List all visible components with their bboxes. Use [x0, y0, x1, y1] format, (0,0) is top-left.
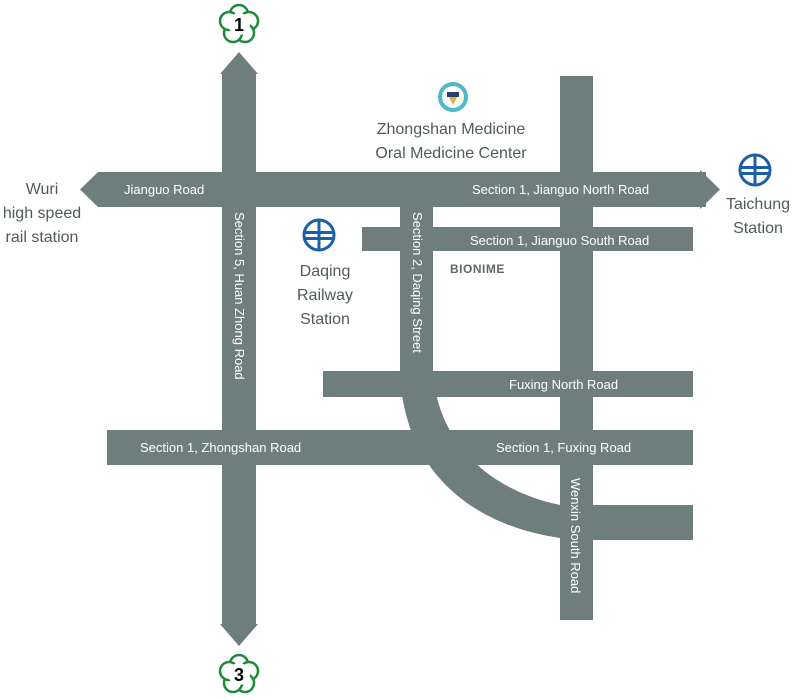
railway-station-icon [738, 153, 772, 187]
label-jianguo: Jianguo Road [124, 182, 204, 197]
label-jianguo-south: Section 1, Jianguo South Road [470, 233, 649, 248]
hospital-icon [438, 82, 468, 112]
arrow-west [80, 172, 98, 207]
svg-text:Wuri: Wuri [26, 181, 59, 198]
label-jianguo-north: Section 1, Jianguo North Road [472, 182, 649, 197]
road-east-stub [593, 505, 693, 540]
label-fuxing: Section 1, Fuxing Road [496, 440, 631, 455]
highway-shield-icon: 1 [218, 3, 260, 44]
svg-text:high speed: high speed [3, 205, 81, 222]
road-zhongshan-fuxing [107, 430, 693, 465]
taichung-station-label: Taichung Station [726, 196, 790, 237]
zhongshan-center-label: Zhongshan Medicine Oral Medicine Center [375, 121, 527, 162]
svg-text:Oral Medicine Center: Oral Medicine Center [375, 145, 527, 162]
svg-text:3: 3 [234, 665, 244, 685]
svg-text:1: 1 [234, 15, 244, 35]
daqing-station-label: Daqing Railway Station [297, 263, 353, 328]
arrow-south [220, 624, 258, 646]
label-fuxing-north: Fuxing North Road [509, 377, 618, 392]
svg-text:Daqing: Daqing [300, 263, 351, 280]
bionime-logo: BIONIME [450, 262, 505, 276]
label-huan-zhong: Section 5, Huan Zhong Road [232, 212, 247, 380]
svg-text:Station: Station [733, 220, 783, 237]
label-daqing: Section 2, Daqing Street [410, 212, 425, 353]
svg-text:Station: Station [300, 311, 350, 328]
wuri-station-label: Wuri high speed rail station [3, 181, 81, 246]
svg-text:rail station: rail station [6, 229, 79, 246]
svg-text:Zhongshan Medicine: Zhongshan Medicine [377, 121, 526, 138]
svg-text:Taichung: Taichung [726, 196, 790, 213]
arrow-east [700, 170, 720, 209]
road-huan-zhong [222, 72, 256, 627]
road-wenxin-south [560, 76, 593, 620]
highway-shield-icon: 3 [218, 653, 260, 694]
arrow-north [220, 52, 258, 74]
label-zhongshan: Section 1, Zhongshan Road [140, 440, 301, 455]
road-jianguo [98, 172, 706, 207]
label-wenxin-south: Wenxin South Road [568, 478, 583, 593]
svg-text:Railway: Railway [297, 287, 353, 304]
railway-station-icon [302, 218, 336, 252]
road-fuxing-north [323, 371, 693, 397]
